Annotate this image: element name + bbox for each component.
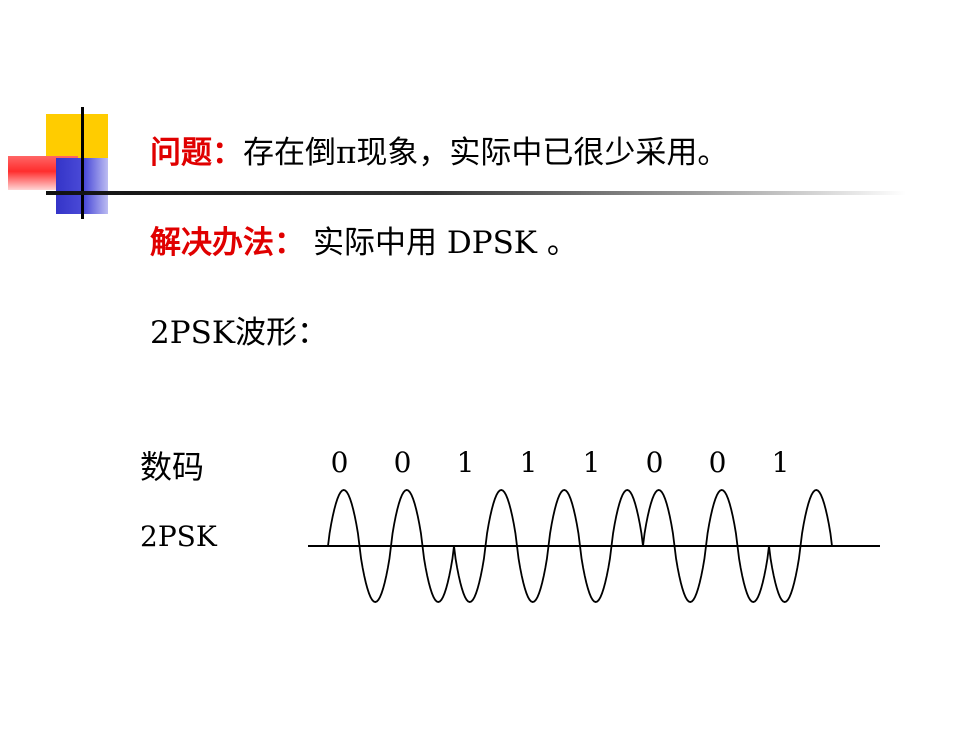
bit-label: 0 [331, 446, 349, 479]
solution-label: 解决办法： [150, 225, 305, 261]
problem-line: 问题：存在倒π现象，实际中已很少采用。 [150, 138, 728, 169]
problem-label: 问题： [150, 135, 243, 171]
bit-label: 0 [709, 446, 727, 479]
bit-label: 0 [394, 446, 412, 479]
psk-waveform [327, 489, 833, 603]
bit-label: 1 [583, 446, 601, 479]
signal-row-label: 2PSK [140, 520, 218, 553]
bit-label: 1 [520, 446, 538, 479]
bit-label: 0 [646, 446, 664, 479]
bit-labels: 0 0 1 1 1 0 0 1 [331, 446, 790, 479]
bit-label: 1 [772, 446, 790, 479]
bit-label: 1 [457, 446, 475, 479]
bits-row-label: 数码 [140, 448, 204, 486]
waveform-title: 2PSK波形： [150, 315, 328, 351]
solution-text: 实际中用 DPSK 。 [313, 225, 578, 261]
title-underline [46, 191, 906, 195]
problem-text: 存在倒π现象，实际中已很少采用。 [243, 135, 729, 171]
solution-line: 解决办法：实际中用 DPSK 。 [150, 228, 578, 259]
decor-vertical-line [81, 107, 84, 219]
